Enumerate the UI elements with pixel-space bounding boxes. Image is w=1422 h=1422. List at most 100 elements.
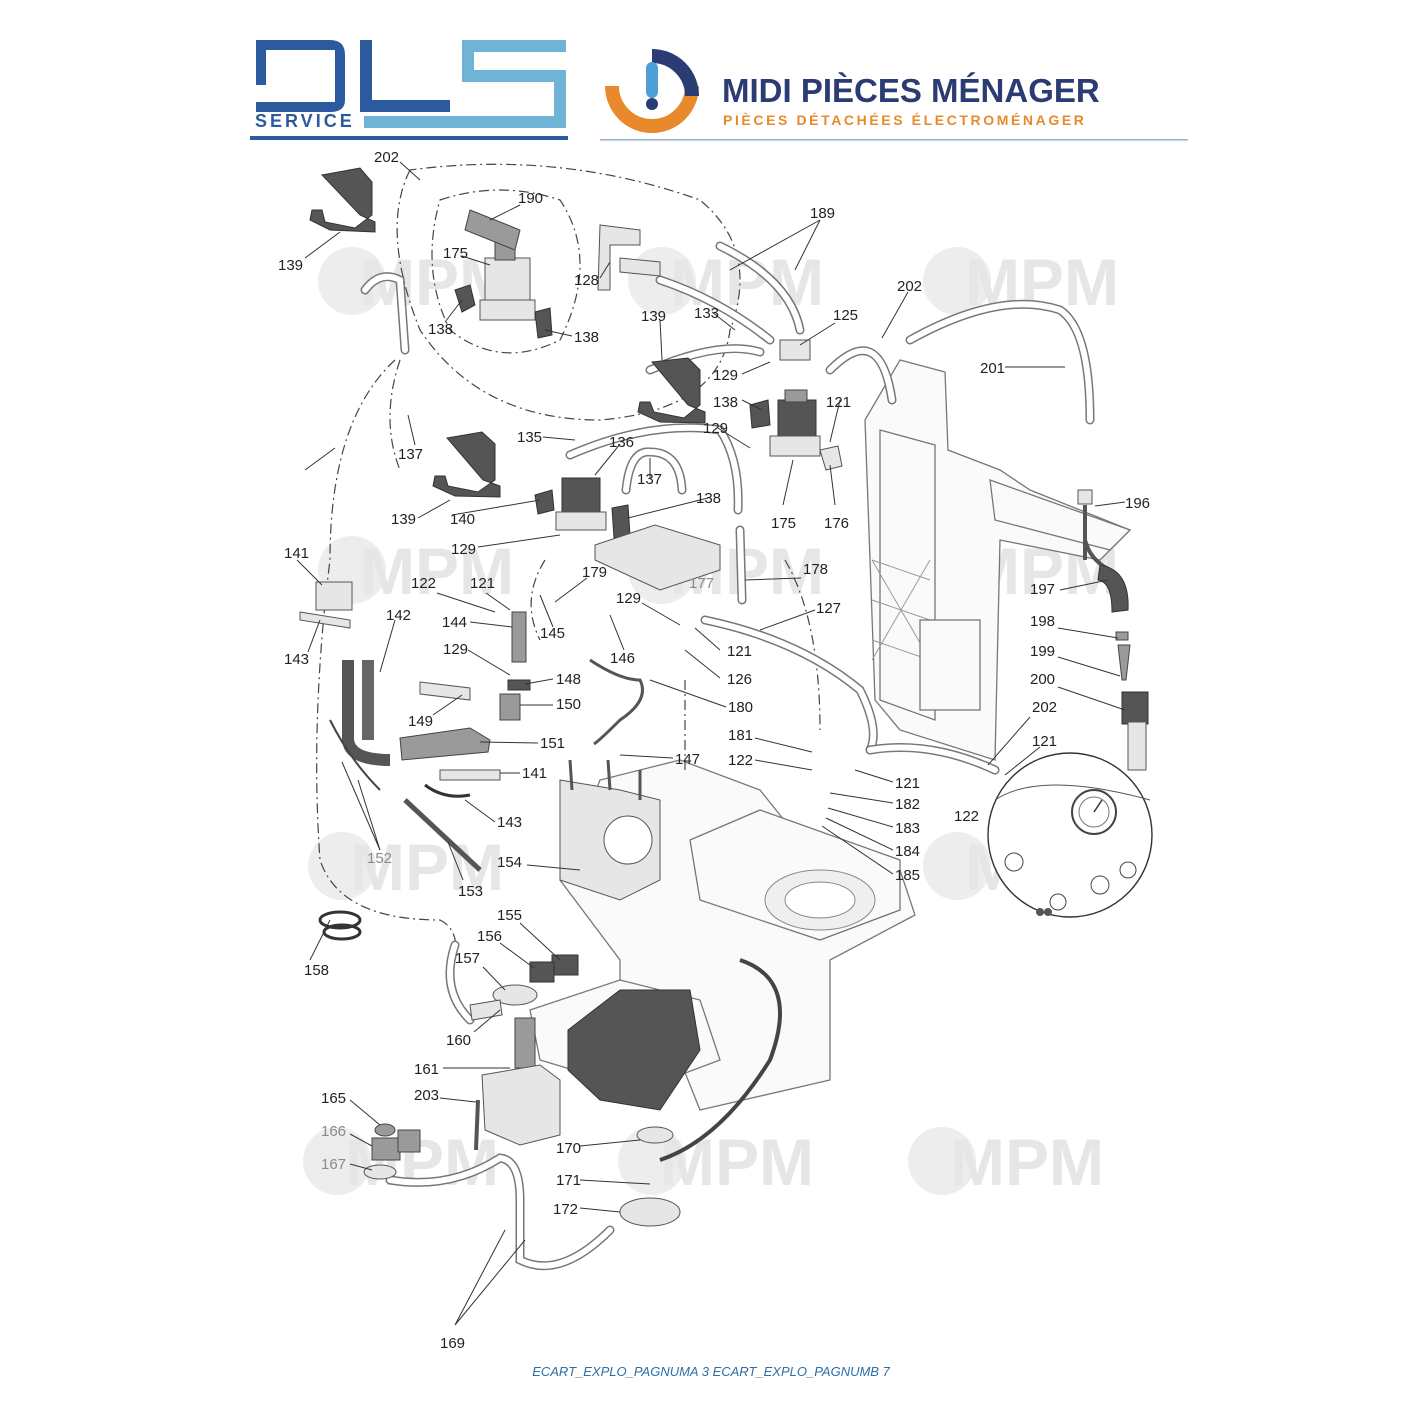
part-label: 145 (540, 625, 565, 642)
solenoid-valve-175-right (749, 389, 843, 471)
part-label: 143 (497, 814, 522, 831)
pump-161 (481, 1017, 561, 1146)
part-label: 151 (540, 735, 565, 752)
connector-128 (597, 224, 661, 291)
clip-143-low (424, 783, 471, 798)
part-label: 157 (455, 950, 480, 967)
part-label: 199 (1030, 643, 1055, 660)
heating-element-142 (329, 660, 391, 791)
mpm-watermark: MPM (660, 1125, 814, 1199)
part-label: 197 (1030, 581, 1055, 598)
part-label: 139 (278, 257, 303, 274)
part-label: 179 (582, 564, 607, 581)
part-label: 183 (895, 820, 920, 837)
part-label: 147 (675, 751, 700, 768)
part-label: 121 (826, 394, 851, 411)
dls-service-logo: SERVICE (250, 40, 568, 140)
part-label: 202 (1032, 699, 1057, 716)
part-label: 170 (556, 1140, 581, 1157)
inset-panel-detail (987, 752, 1153, 918)
switch-155 (551, 954, 579, 976)
part-label: 155 (497, 907, 522, 924)
part-label: 184 (895, 843, 920, 860)
part-label: 158 (304, 962, 329, 979)
part-label: 129 (713, 367, 738, 384)
part-label: 122 (411, 575, 436, 592)
part-label: 196 (1125, 495, 1150, 512)
part-label: 190 (518, 190, 543, 207)
part-label: 161 (414, 1061, 439, 1078)
part-label: 182 (895, 796, 920, 813)
part-label: 198 (1030, 613, 1055, 630)
part-label: 128 (574, 272, 599, 289)
part-label: 129 (443, 641, 468, 658)
part-label: 141 (284, 545, 309, 562)
part-label: 154 (497, 854, 522, 871)
part-label: 152 (367, 850, 392, 867)
midi-pieces-logo: MIDI PIÈCES MÉNAGER PIÈCES DÉTACHÉES ÉLE… (600, 49, 1188, 141)
part-label: 142 (386, 607, 411, 624)
solenoid-valve-136 (534, 477, 631, 539)
spout-assembly-196-200 (1077, 489, 1149, 771)
part-label: 171 (556, 1172, 581, 1189)
part-label: 202 (897, 278, 922, 295)
wire-203 (474, 1099, 480, 1151)
part-label: 153 (458, 883, 483, 900)
part-label: 125 (833, 307, 858, 324)
part-label: 167 (321, 1156, 346, 1173)
assembly-outlines (316, 163, 821, 961)
part-label: 135 (517, 429, 542, 446)
part-label: 122 (728, 752, 753, 769)
part-label: 156 (477, 928, 502, 945)
part-label: 176 (824, 515, 849, 532)
part-label: 139 (391, 511, 416, 528)
bracket-139-top (309, 167, 376, 233)
part-label: 127 (816, 600, 841, 617)
part-label: 141 (522, 765, 547, 782)
part-label: 129 (451, 541, 476, 558)
clip-141-top (315, 581, 353, 611)
mounting-plate-177 (594, 524, 721, 591)
part-label: 185 (895, 867, 920, 884)
part-label: 181 (728, 727, 753, 744)
part-label: 121 (470, 575, 495, 592)
part-label: 121 (895, 775, 920, 792)
part-label: 169 (440, 1335, 465, 1352)
parts (299, 167, 1153, 1227)
part-label: 172 (553, 1201, 578, 1218)
grinder-170 (567, 989, 701, 1111)
connector-150 (499, 693, 521, 721)
part-label: 121 (727, 643, 752, 660)
part-label: 129 (616, 590, 641, 607)
part-label: 202 (374, 149, 399, 166)
clip-141-low (439, 769, 501, 781)
probe-153 (403, 798, 482, 872)
part-label: 175 (771, 515, 796, 532)
spring-171 (636, 1126, 674, 1144)
part-label: 137 (398, 446, 423, 463)
part-label: 140 (450, 511, 475, 528)
disc-157 (492, 984, 538, 1006)
part-label: 203 (414, 1087, 439, 1104)
part-label: 138 (696, 490, 721, 507)
part-label: 143 (284, 651, 309, 668)
part-label: 122 (954, 808, 979, 825)
part-label: 177 (689, 575, 714, 592)
part-label: 149 (408, 713, 433, 730)
mpm-watermark: MPM (360, 534, 514, 608)
part-label: 201 (980, 360, 1005, 377)
sensor-172 (619, 1197, 681, 1227)
fitting-160 (469, 999, 503, 1021)
part-label: 178 (803, 561, 828, 578)
bracket-139-low (432, 431, 501, 498)
part-label: 160 (446, 1032, 471, 1049)
part-label: 189 (810, 205, 835, 222)
part-label: 129 (703, 420, 728, 437)
part-label: 175 (443, 245, 468, 262)
part-label: 138 (428, 321, 453, 338)
part-label: 121 (1032, 733, 1057, 750)
gasket-158 (318, 910, 362, 941)
flowmeter-165-167 (363, 1123, 421, 1180)
midi-pieces-name: MIDI PIÈCES MÉNAGER (722, 72, 1100, 109)
